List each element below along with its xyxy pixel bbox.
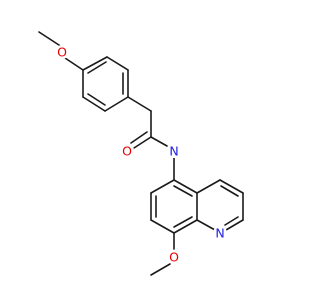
bond	[173, 179, 198, 194]
bond	[196, 179, 221, 194]
bond	[150, 136, 168, 147]
atom-label: N	[215, 226, 224, 241]
bond	[106, 56, 129, 71]
atom-label: O	[57, 45, 67, 60]
bond	[133, 136, 152, 149]
bond	[130, 131, 148, 144]
atom-label: O	[122, 144, 132, 159]
bond	[38, 31, 63, 48]
quinoline-nitrogen-atom: N	[213, 226, 227, 241]
bond	[61, 55, 84, 71]
bond	[150, 219, 175, 234]
bond	[196, 219, 216, 231]
bond	[173, 185, 193, 197]
bond	[225, 219, 244, 231]
bond	[82, 96, 106, 112]
bond	[104, 96, 129, 112]
bond	[127, 96, 152, 112]
methoxy-oxygen-top-atom: O	[55, 45, 69, 60]
bond	[87, 93, 106, 106]
bond	[150, 179, 175, 194]
bond	[220, 185, 239, 197]
bond	[82, 56, 108, 71]
bond	[224, 216, 239, 226]
bond	[173, 219, 198, 234]
bond	[219, 179, 244, 194]
atom-label: N	[169, 144, 178, 159]
bond-layer	[38, 31, 244, 276]
atom-label-layer: O O N N O	[55, 45, 227, 265]
carbonyl-oxygen-atom: O	[120, 144, 134, 159]
atom-label: O	[169, 250, 179, 265]
bond	[150, 263, 171, 276]
molecule-structure-diagram: O O N N O	[38, 31, 244, 276]
amide-nitrogen-atom: N	[167, 144, 181, 159]
bond	[173, 216, 193, 228]
bond	[87, 61, 107, 74]
methoxy-oxygen-bottom-atom: O	[167, 250, 181, 265]
